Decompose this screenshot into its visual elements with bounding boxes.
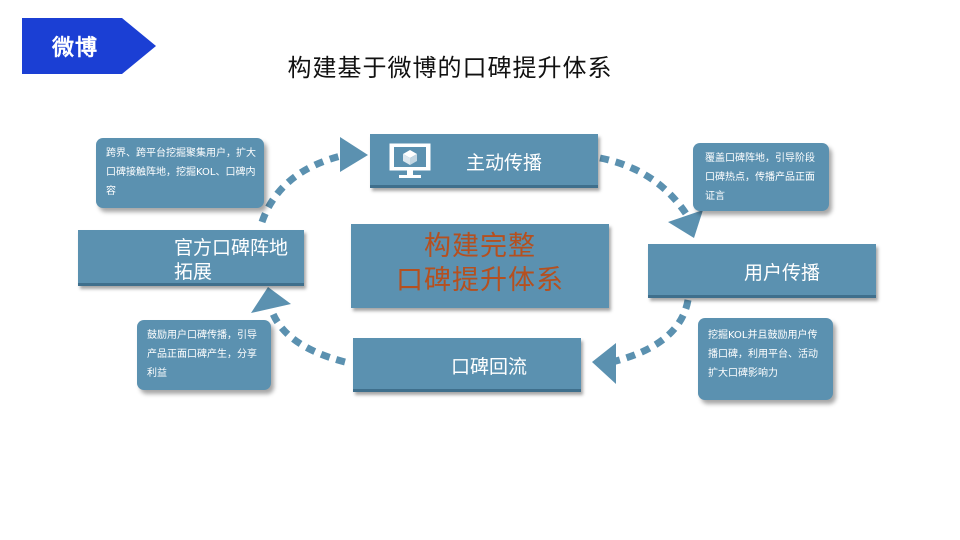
arrow-top-right (599, 154, 694, 222)
tag-arrow-shape (22, 18, 156, 74)
arrowhead-left (251, 287, 291, 313)
active-spread-box: 主动传播 (370, 134, 598, 188)
arrowhead-top (340, 137, 368, 172)
user-spread-box: 用户传播 (648, 244, 876, 298)
arrow-left-top (258, 151, 346, 224)
arrow-bottom-left (266, 304, 346, 366)
center-line-1: 构建完整 (424, 231, 536, 262)
note-top-left: 跨界、跨平台挖掘聚集用户，扩大口碑接触阵地，挖掘KOL、口碑内容 (96, 138, 264, 208)
arrowhead-right (668, 210, 703, 238)
center-line-2: 口碑提升体系 (396, 265, 564, 296)
note-top-right: 覆盖口碑阵地，引导阶段口碑热点，传播产品正面证言 (693, 143, 829, 211)
official-position-box: 官方口碑阵地拓展 (78, 230, 304, 286)
arrowhead-bottom (592, 343, 616, 384)
page-title: 构建基于微博的口碑提升体系 (287, 54, 613, 82)
tag-label: 微博 (52, 36, 99, 61)
user-spread-label: 用户传播 (744, 262, 821, 284)
center-box: 构建完整 口碑提升体系 (351, 224, 609, 308)
word-of-mouth-return-label: 口碑回流 (451, 356, 528, 378)
section-tag: 微博 (22, 18, 156, 74)
note-bottom-left: 鼓励用户口碑传播，引导产品正面口碑产生，分享利益 (137, 320, 271, 390)
official-position-label: 官方口碑阵地拓展 (174, 237, 289, 283)
note-bottom-right: 挖掘KOL并且鼓励用户传播口碑，利用平台、活动扩大口碑影响力 (698, 318, 833, 400)
word-of-mouth-return-box: 口碑回流 (353, 338, 581, 392)
active-spread-label: 主动传播 (466, 152, 543, 174)
arrow-right-bottom (611, 299, 692, 366)
monitor-icon (389, 143, 431, 178)
